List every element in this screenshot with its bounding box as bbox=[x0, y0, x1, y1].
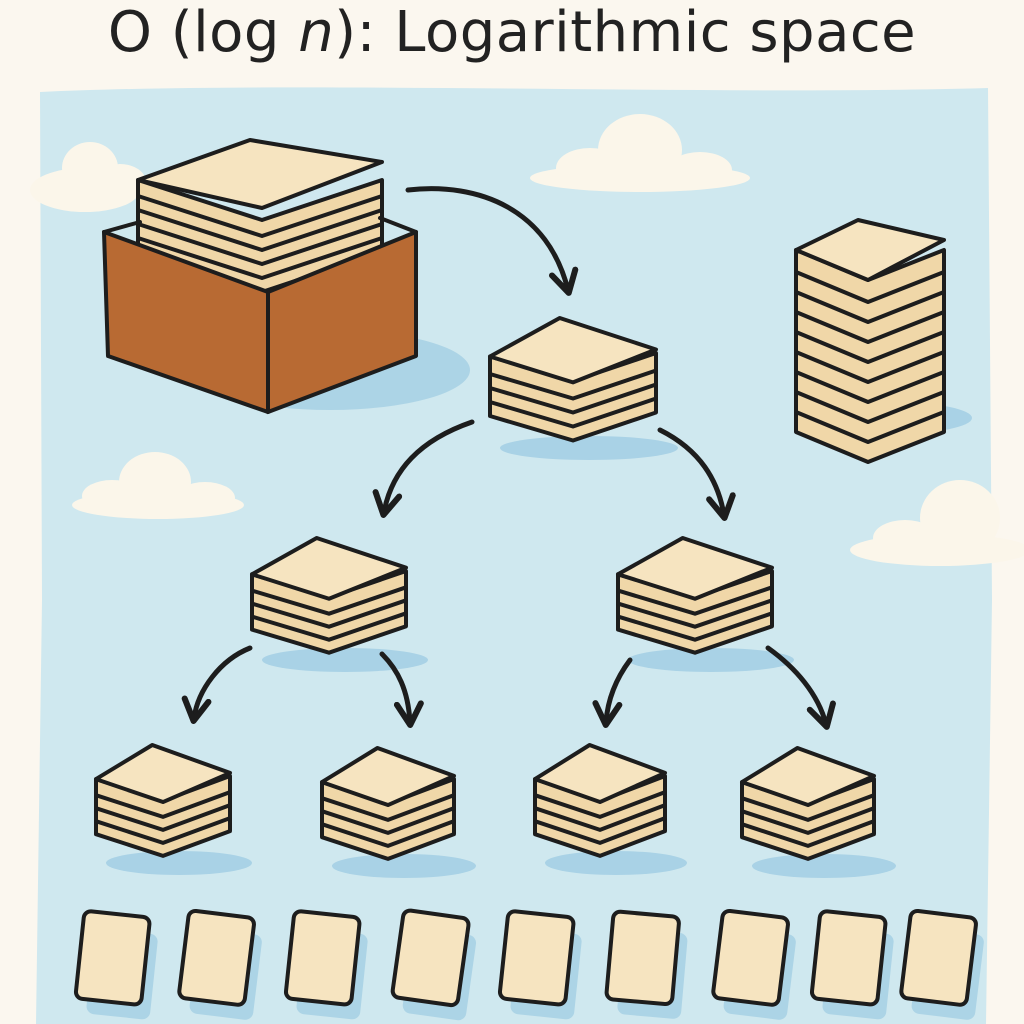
leaf-card bbox=[497, 909, 582, 1020]
leaf-card bbox=[711, 908, 796, 1020]
leaf-card bbox=[604, 909, 688, 1019]
flow-arrow bbox=[765, 645, 836, 730]
leaf-card bbox=[809, 909, 894, 1020]
tree-node-level-2 bbox=[250, 536, 428, 672]
title-suffix: ): Logarithmic space bbox=[334, 0, 917, 65]
flow-arrow bbox=[657, 427, 736, 521]
leaf-card bbox=[390, 908, 477, 1021]
leaf-card bbox=[73, 909, 158, 1020]
title-prefix: O (log bbox=[107, 0, 299, 65]
tree-node-level-3 bbox=[740, 746, 896, 878]
cloud bbox=[72, 452, 244, 519]
cloud bbox=[850, 480, 1024, 566]
leaf-card bbox=[899, 908, 984, 1020]
box-side bbox=[266, 230, 418, 414]
flow-arrow bbox=[181, 645, 253, 724]
tall-paper-stack bbox=[794, 218, 972, 464]
tree-node-level-3 bbox=[320, 746, 476, 878]
cloud bbox=[30, 142, 146, 212]
tree-node-level-1 bbox=[488, 316, 678, 460]
page-title: O (log n): Logarithmic space bbox=[0, 2, 1024, 64]
leaf-card bbox=[283, 909, 368, 1020]
tree-node-level-3 bbox=[533, 743, 687, 875]
flow-arrow bbox=[405, 186, 579, 296]
leaf-card bbox=[177, 908, 262, 1020]
root-box-with-papers bbox=[102, 138, 470, 414]
flow-arrow bbox=[592, 657, 633, 728]
cloud bbox=[530, 114, 750, 192]
flow-arrow bbox=[372, 419, 475, 518]
flow-arrow bbox=[379, 651, 424, 728]
tree-node-level-2 bbox=[616, 536, 794, 672]
tree-node-level-3 bbox=[94, 743, 252, 875]
title-variable: n bbox=[298, 0, 335, 65]
